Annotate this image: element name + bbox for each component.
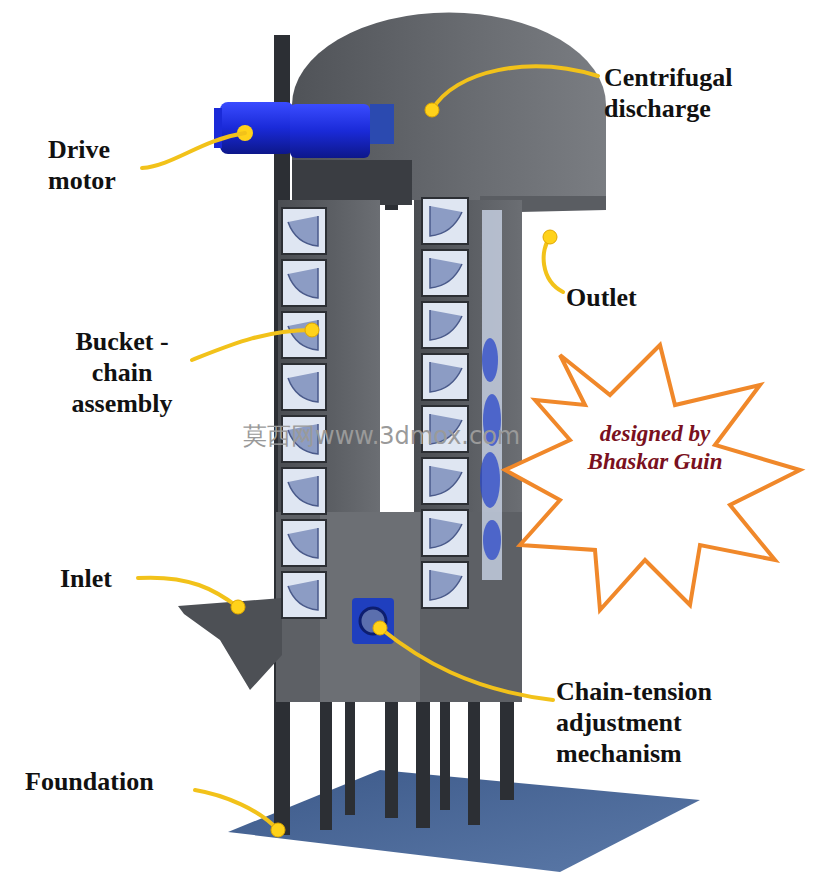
bucket [430, 258, 462, 288]
bucket [288, 580, 318, 610]
bucket [430, 206, 462, 236]
gearbox [290, 104, 370, 158]
part-label: Centrifugal discharge [604, 62, 794, 124]
bucket-window [422, 458, 468, 504]
tension-bearing [352, 598, 394, 644]
bucket-window [422, 354, 468, 400]
bucket [430, 570, 462, 600]
bucket [288, 476, 318, 506]
part-label: Chain-tension adjustment mechanism [556, 676, 771, 770]
bucket-window [282, 468, 326, 514]
bucket-window [422, 562, 468, 608]
motor-platform [292, 160, 412, 205]
bucket-window [282, 364, 326, 410]
bucket [288, 528, 318, 558]
bucket-window [422, 510, 468, 556]
part-label: Foundation [25, 766, 205, 797]
drive-bearing [370, 104, 394, 144]
motor-body [220, 102, 294, 154]
bucket-window [282, 208, 326, 254]
bucket-window [282, 260, 326, 306]
foundation-plate [228, 770, 700, 872]
bucket [288, 320, 318, 350]
part-label: Outlet [566, 282, 686, 313]
signature-star [505, 345, 800, 610]
tension-bearing-hub [360, 608, 386, 634]
boot-section [276, 512, 522, 702]
bucket [288, 372, 318, 402]
bucket-window [282, 572, 326, 618]
boot-panel [320, 512, 420, 702]
bucket-window [282, 520, 326, 566]
center-gap [380, 210, 414, 515]
signature: designed by Bhaskar Guin [585, 420, 725, 475]
part-label: Drive motor [48, 134, 158, 196]
part-label: Inlet [60, 563, 160, 594]
bucket [430, 518, 462, 548]
callout-dots [231, 103, 557, 837]
inlet-chute [178, 598, 282, 690]
bucket-window [422, 198, 468, 244]
bucket-window [422, 302, 468, 348]
bucket-window [282, 312, 326, 358]
bucket [430, 310, 462, 340]
part-label: Bucket - chain assembly [42, 326, 202, 420]
bucket [430, 362, 462, 392]
bucket-chain [282, 198, 468, 618]
bucket [288, 216, 318, 246]
bucket-window [422, 250, 468, 296]
watermark: 莫西网www.3dmox.com [243, 422, 603, 451]
material-stream [482, 210, 502, 580]
bucket [288, 268, 318, 298]
bucket [430, 466, 462, 496]
